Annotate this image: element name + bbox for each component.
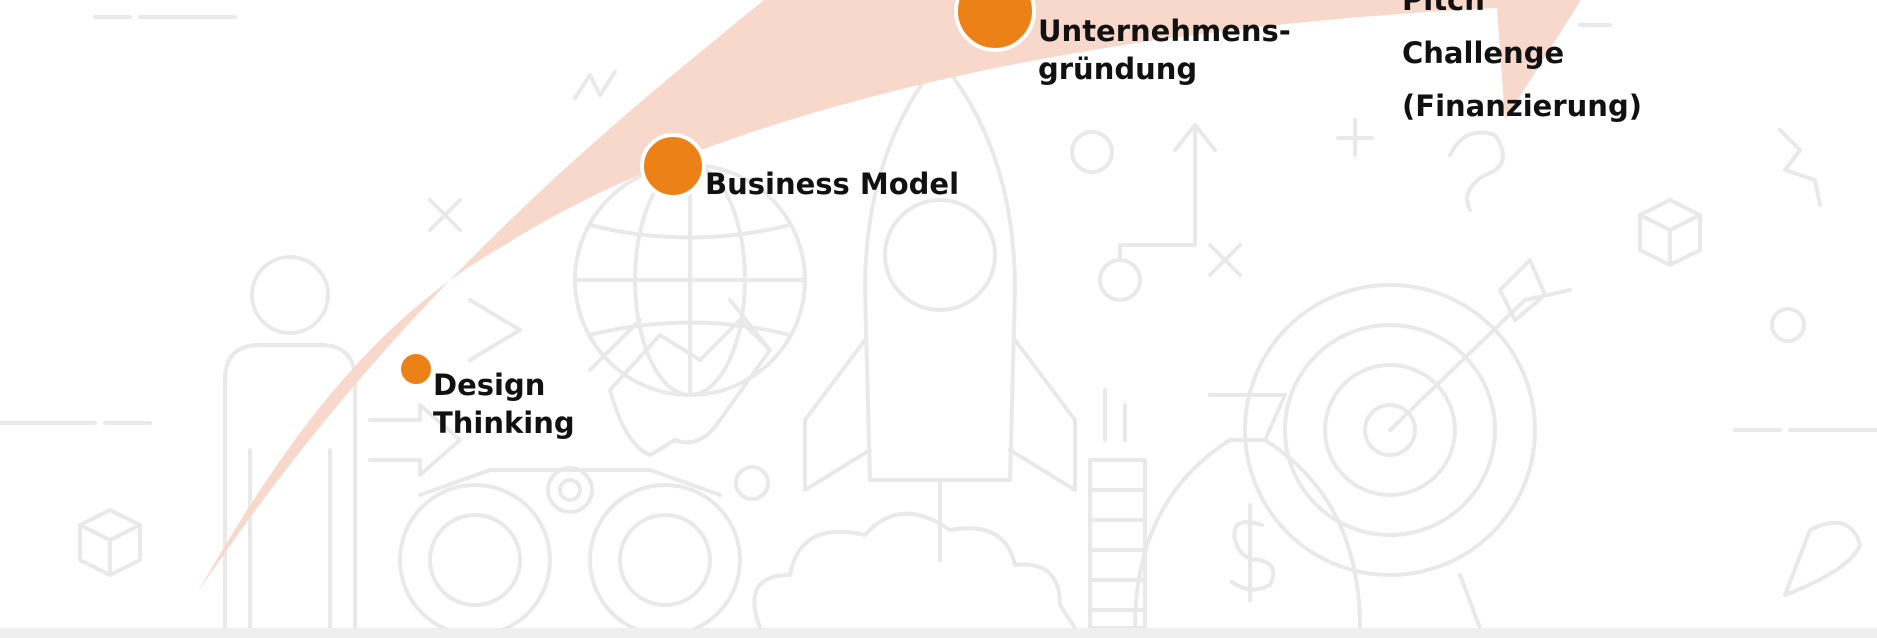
target-icon bbox=[1243, 258, 1572, 630]
milestone-label-business-model: Business Model bbox=[705, 167, 960, 201]
money-bag-icon bbox=[1133, 393, 1362, 630]
milestone-dot-business-model bbox=[640, 133, 706, 199]
cube-icon bbox=[78, 198, 1702, 577]
milestone-label-design-thinking: Design Thinking bbox=[433, 368, 575, 440]
cross-icon bbox=[428, 118, 1374, 232]
cloud-icon bbox=[752, 511, 1077, 630]
milestone-label-pitch-challenge: Pitch Challenge (Finanzierung) bbox=[1402, 0, 1642, 123]
network-icon bbox=[1070, 123, 1242, 302]
handshake-icon bbox=[588, 298, 772, 457]
small-circle-icon bbox=[734, 465, 770, 501]
zigzag-icon bbox=[573, 70, 1822, 207]
curly-line-icon bbox=[1448, 130, 1505, 212]
party-cone-icon bbox=[1783, 520, 1862, 597]
ring-icon bbox=[1770, 307, 1806, 343]
rocket-icon bbox=[803, 58, 1077, 562]
milestone-dot-design-thinking bbox=[397, 350, 435, 388]
footer-band bbox=[0, 628, 1877, 638]
decorative-lines-icon bbox=[0, 15, 1877, 432]
growth-arrow-shape bbox=[198, 0, 1581, 592]
person-icon bbox=[223, 255, 357, 630]
milestone-label-unternehmensgruendung: Unternehmens- gründung bbox=[1038, 14, 1291, 86]
arrow-right-icon bbox=[368, 298, 522, 477]
